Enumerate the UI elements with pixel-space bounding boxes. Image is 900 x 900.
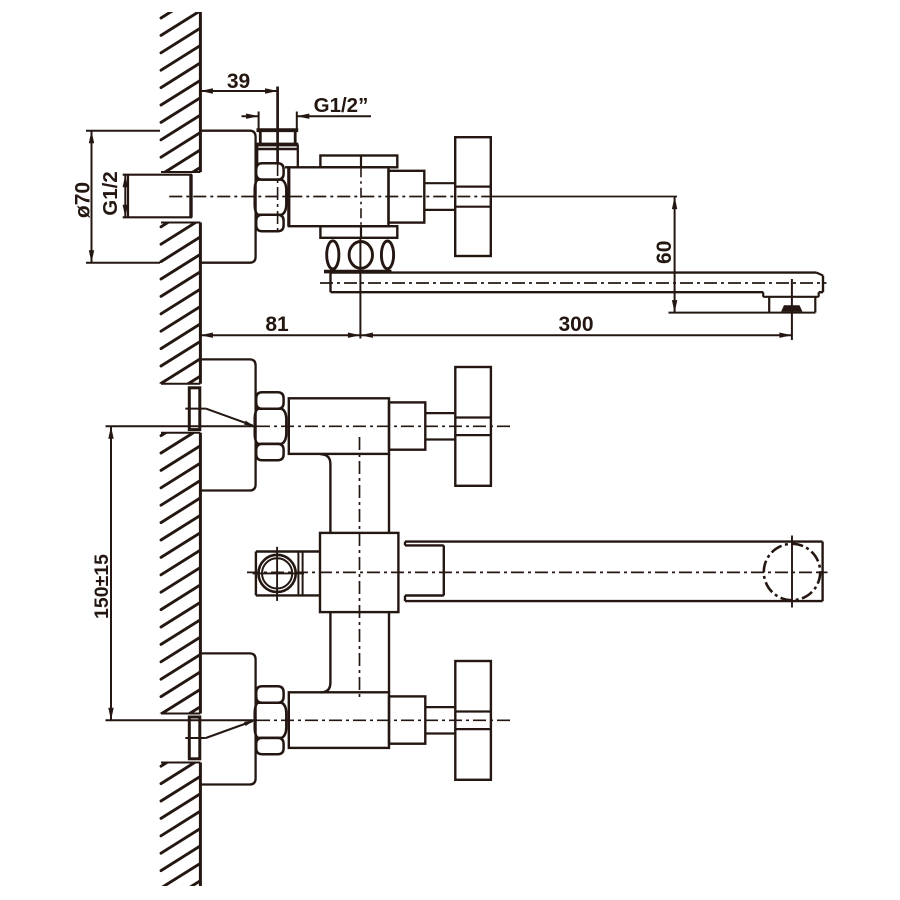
svg-text:300: 300 — [558, 313, 593, 336]
svg-text:81: 81 — [265, 313, 289, 336]
svg-text:39: 39 — [227, 70, 250, 93]
svg-text:G1/2”: G1/2” — [314, 94, 369, 117]
svg-text:ø70: ø70 — [72, 182, 95, 218]
svg-text:G1/2: G1/2 — [99, 171, 122, 215]
svg-text:150±15: 150±15 — [91, 554, 113, 619]
svg-text:60: 60 — [653, 241, 676, 264]
